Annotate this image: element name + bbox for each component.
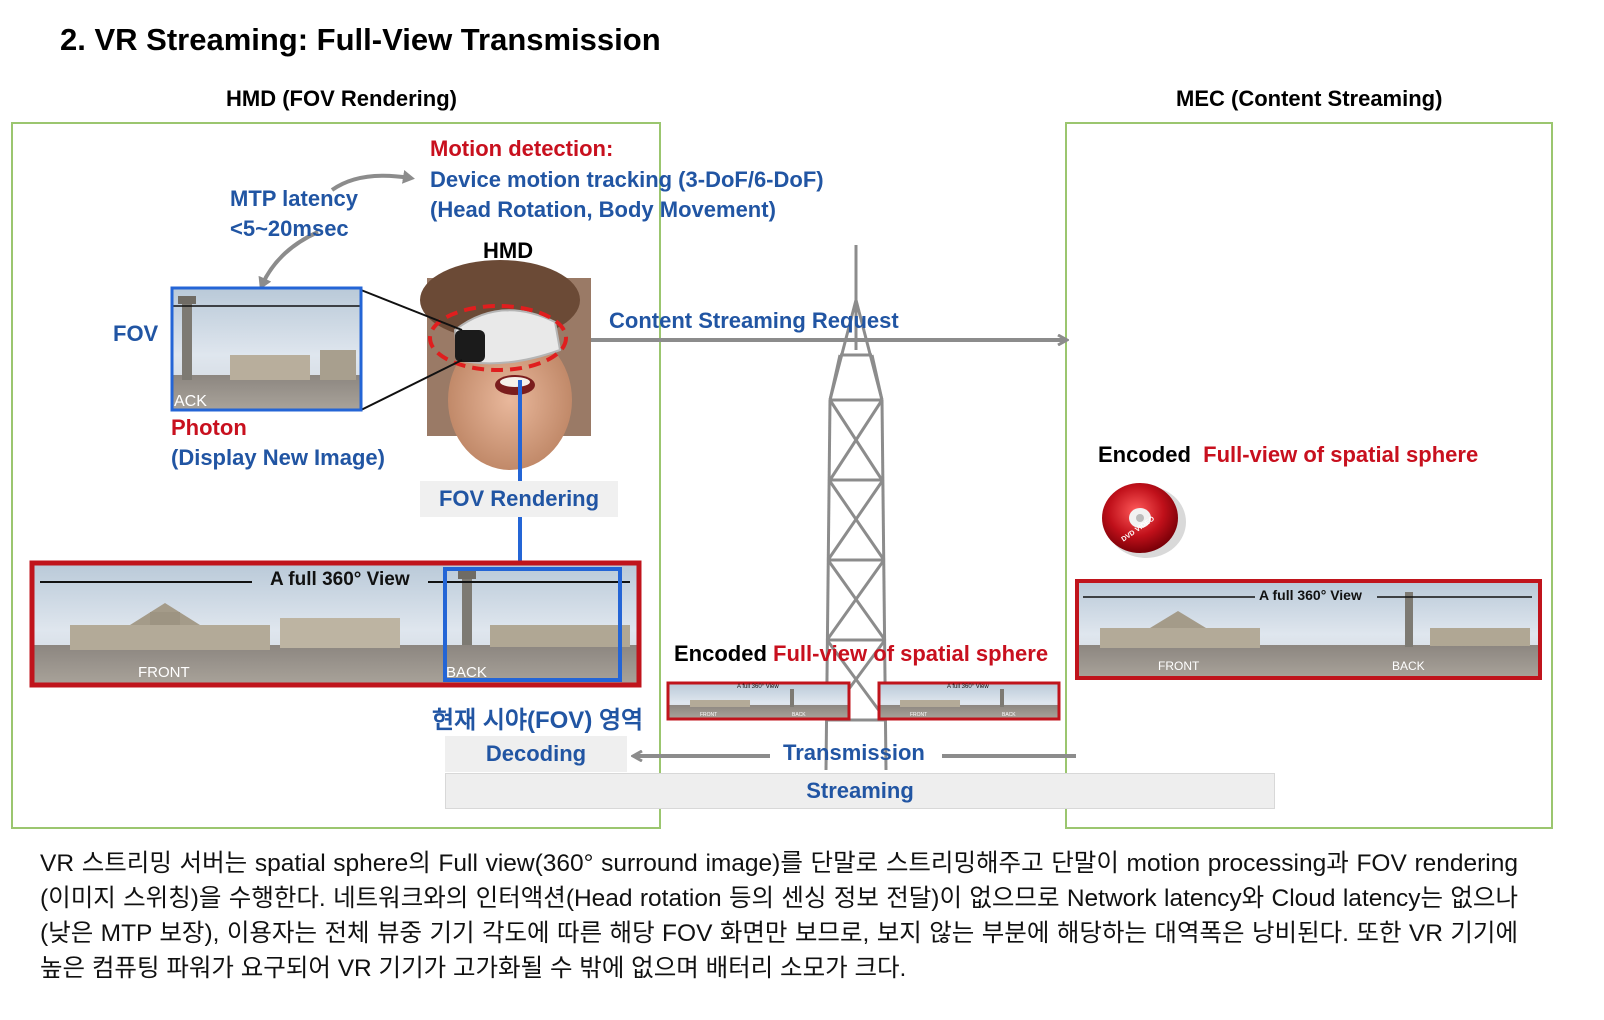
pano-back-label: BACK	[446, 664, 487, 681]
mec-pano-front-label: FRONT	[1158, 659, 1200, 673]
small-pano-2-front: FRONT	[910, 712, 928, 718]
content-request-label: Content Streaming Request	[609, 308, 899, 333]
fov-thumbnail	[170, 286, 363, 412]
transmission-label: Transmission	[783, 740, 925, 765]
encoded-mid-label: Encoded Full-view of spatial sphere	[674, 641, 1048, 667]
mec-panel-title: MEC (Content Streaming)	[1176, 86, 1443, 111]
fov-rendering-label: FOV Rendering	[438, 486, 600, 511]
mtp-arrow-up	[330, 169, 415, 192]
motion-detection-line1: Device motion tracking (3-DoF/6-DoF)	[430, 167, 824, 192]
main-panorama	[29, 560, 642, 688]
mec-panorama	[1075, 579, 1542, 680]
small-pano-1-back: BACK	[792, 712, 806, 718]
mtp-latency-label: MTP latency	[230, 186, 358, 211]
encoded-mid-highlight: Full-view of spatial sphere	[773, 641, 1049, 666]
encoded-mec-label: Encoded Full-view of spatial sphere	[1098, 442, 1478, 468]
photon-sublabel: (Display New Image)	[171, 445, 385, 470]
fov-rendering-bar: FOV Rendering	[420, 481, 618, 517]
mec-panel	[1065, 122, 1553, 829]
mec-pano-back-label: BACK	[1392, 659, 1425, 673]
hmd-photo	[420, 260, 591, 470]
photon-label: Photon	[171, 415, 247, 440]
motion-detection-heading: Motion detection:	[430, 136, 614, 161]
fov-label: FOV	[113, 321, 159, 346]
streaming-bar: Streaming	[445, 773, 1275, 809]
hmd-panel	[11, 122, 661, 829]
pano-front-label: FRONT	[138, 664, 190, 681]
motion-detection-line2: (Head Rotation, Body Movement)	[430, 197, 776, 222]
small-pano-1-front: FRONT	[700, 712, 718, 718]
page-title: 2. VR Streaming: Full-View Transmission	[60, 22, 661, 57]
hmd-panel-title: HMD (FOV Rendering)	[226, 86, 457, 111]
mec-pano-caption: A full 360° View	[1259, 587, 1362, 603]
decoding-bar: Decoding	[445, 736, 627, 772]
encoded-mid-prefix: Encoded	[674, 641, 774, 666]
fov-thumbnail-label: ACK	[174, 393, 207, 410]
streaming-label: Streaming	[806, 778, 914, 803]
small-pano-2-caption: A full 360° View	[947, 684, 989, 690]
mtp-arrow-down	[258, 230, 319, 290]
decoding-label: Decoding	[485, 741, 587, 766]
small-panorama-1	[666, 681, 851, 721]
small-panorama-2	[877, 681, 1061, 721]
mtp-latency-value: <5~20msec	[230, 216, 349, 241]
diagram-graphics	[29, 169, 1542, 771]
encoded-mec-highlight: Full-view of spatial sphere	[1203, 442, 1479, 467]
hmd-label: HMD	[483, 238, 534, 263]
small-pano-1-caption: A full 360° View	[737, 684, 779, 690]
small-pano-2-back: BACK	[1002, 712, 1016, 718]
description-paragraph: VR 스트리밍 서버는 spatial sphere의 Full view(36…	[40, 850, 1518, 982]
current-fov-label: 현재 시야(FOV) 영역	[432, 707, 644, 734]
dvd-disc-icon	[1102, 483, 1186, 558]
pano-caption: A full 360° View	[270, 569, 410, 590]
encoded-mec-prefix: Encoded	[1098, 442, 1204, 467]
